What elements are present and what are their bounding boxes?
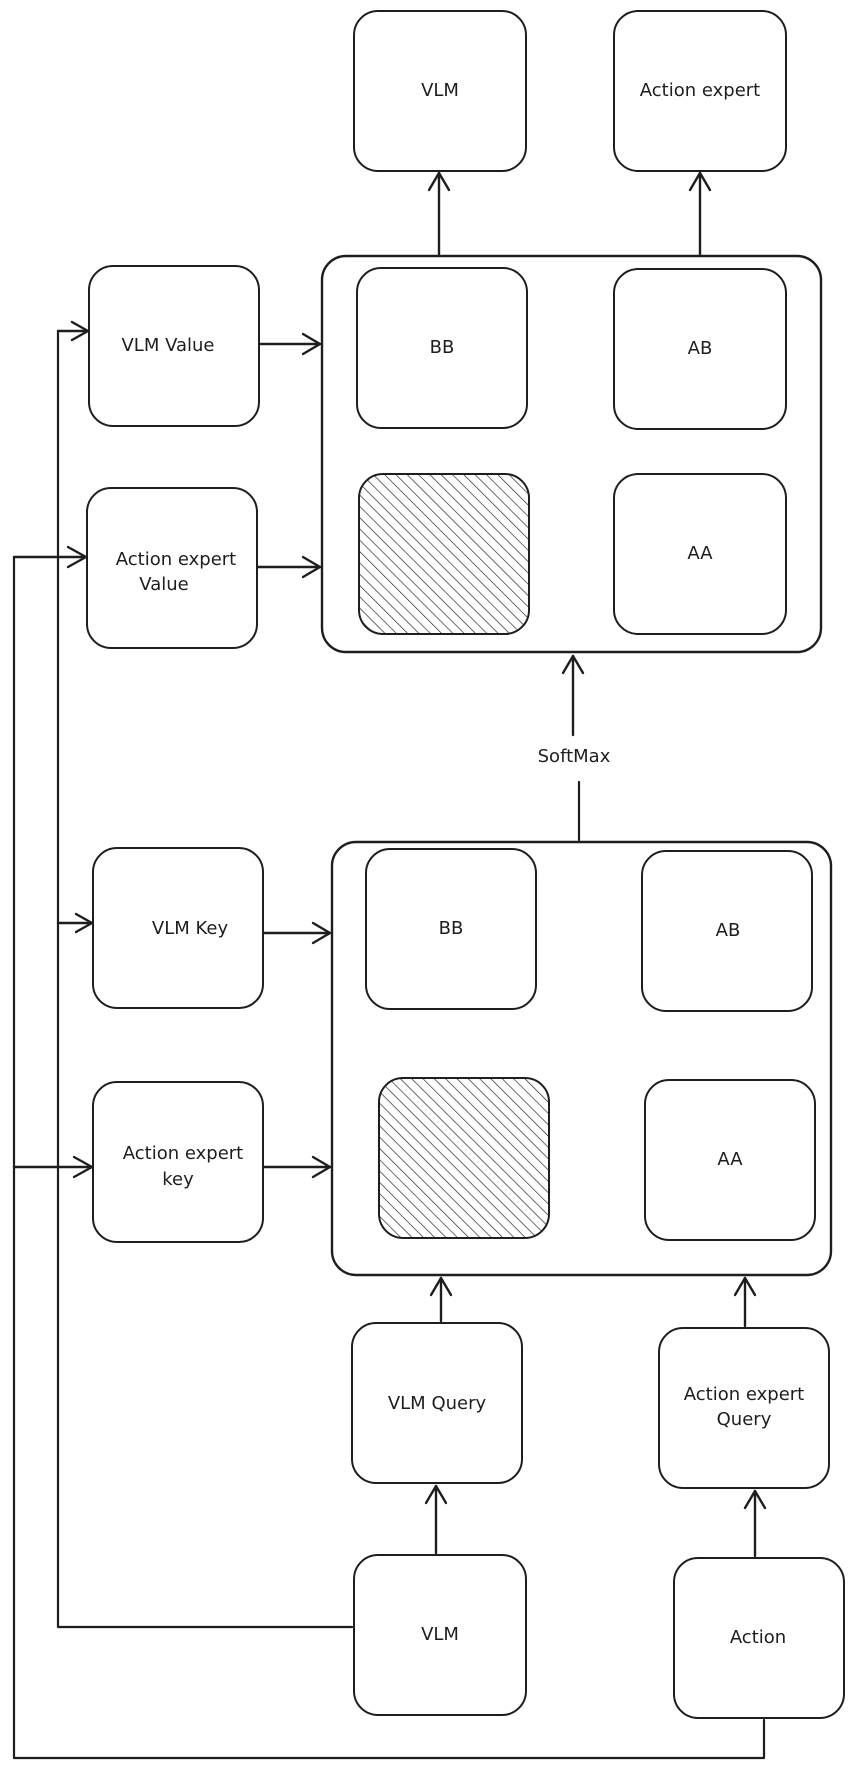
vlm-query-node: VLM Query bbox=[351, 1322, 523, 1484]
value-masked-cell bbox=[358, 473, 530, 635]
action-expert-query-label-line1: Action expert bbox=[684, 1384, 804, 1405]
value-aa-cell: AA bbox=[613, 473, 787, 635]
arrow-to-action-expert-output bbox=[688, 171, 712, 256]
action-input-node: Action bbox=[673, 1557, 845, 1719]
vlm-input-label: VLM bbox=[421, 1624, 459, 1645]
vlm-input-bus bbox=[56, 320, 354, 1629]
key-ab-cell: AB bbox=[641, 850, 813, 1012]
key-bb-cell: BB bbox=[365, 848, 537, 1010]
value-aa-label: AA bbox=[687, 543, 713, 564]
arrow-action-input-to-query bbox=[743, 1489, 767, 1558]
arrow-vlm-key-to-container bbox=[262, 921, 332, 945]
vlm-key-label: VLM Key bbox=[152, 918, 229, 939]
action-input-label: Action bbox=[730, 1627, 786, 1648]
key-ab-label: AB bbox=[716, 920, 741, 941]
key-aa-label: AA bbox=[717, 1149, 743, 1170]
arrow-action-expert-value-to-container bbox=[256, 555, 322, 579]
action-expert-value-label-line1: Action expert bbox=[116, 549, 236, 570]
value-ab-cell: AB bbox=[613, 268, 787, 430]
action-expert-key-label-line2: key bbox=[162, 1169, 194, 1190]
action-expert-output-node: Action expert bbox=[613, 10, 787, 172]
vlm-output-node: VLM bbox=[353, 10, 527, 172]
value-ab-label: AB bbox=[688, 338, 713, 359]
vlm-output-label: VLM bbox=[421, 80, 459, 101]
action-expert-key-label-line1: Action expert bbox=[123, 1143, 243, 1164]
arrow-to-vlm-output bbox=[427, 171, 451, 256]
softmax-label: SoftMax bbox=[538, 746, 611, 767]
arrow-vlm-input-to-query bbox=[424, 1484, 448, 1555]
vlm-value-label: VLM Value bbox=[121, 335, 214, 356]
action-expert-query-node: Action expert Query bbox=[658, 1327, 830, 1489]
action-expert-output-label: Action expert bbox=[640, 80, 760, 101]
key-bb-label: BB bbox=[439, 918, 464, 939]
action-expert-value-node: Action expert Value bbox=[86, 487, 258, 649]
key-aa-cell: AA bbox=[644, 1079, 816, 1241]
value-attention-container bbox=[320, 254, 823, 654]
action-expert-key-node: Action expert key bbox=[92, 1081, 264, 1243]
action-expert-query-label-line2: Query bbox=[717, 1409, 772, 1430]
key-attention-container bbox=[330, 840, 833, 1277]
vlm-query-label: VLM Query bbox=[388, 1393, 487, 1414]
arrow-vlm-value-to-container bbox=[258, 332, 322, 356]
arrow-action-expert-key-to-container bbox=[262, 1155, 332, 1179]
arrow-action-expert-query-to-container bbox=[733, 1276, 757, 1328]
arrow-softmax-to-value-container bbox=[561, 654, 585, 737]
action-expert-value-label-line2: Value bbox=[139, 574, 188, 595]
value-bb-label: BB bbox=[430, 337, 455, 358]
vlm-value-node: VLM Value bbox=[88, 265, 260, 427]
vlm-key-node: VLM Key bbox=[92, 847, 264, 1009]
value-bb-cell: BB bbox=[356, 267, 528, 429]
key-masked-cell bbox=[378, 1077, 550, 1239]
arrow-vlm-query-to-container bbox=[429, 1276, 453, 1323]
vlm-input-node: VLM bbox=[353, 1554, 527, 1716]
action-input-bus bbox=[12, 545, 766, 1760]
